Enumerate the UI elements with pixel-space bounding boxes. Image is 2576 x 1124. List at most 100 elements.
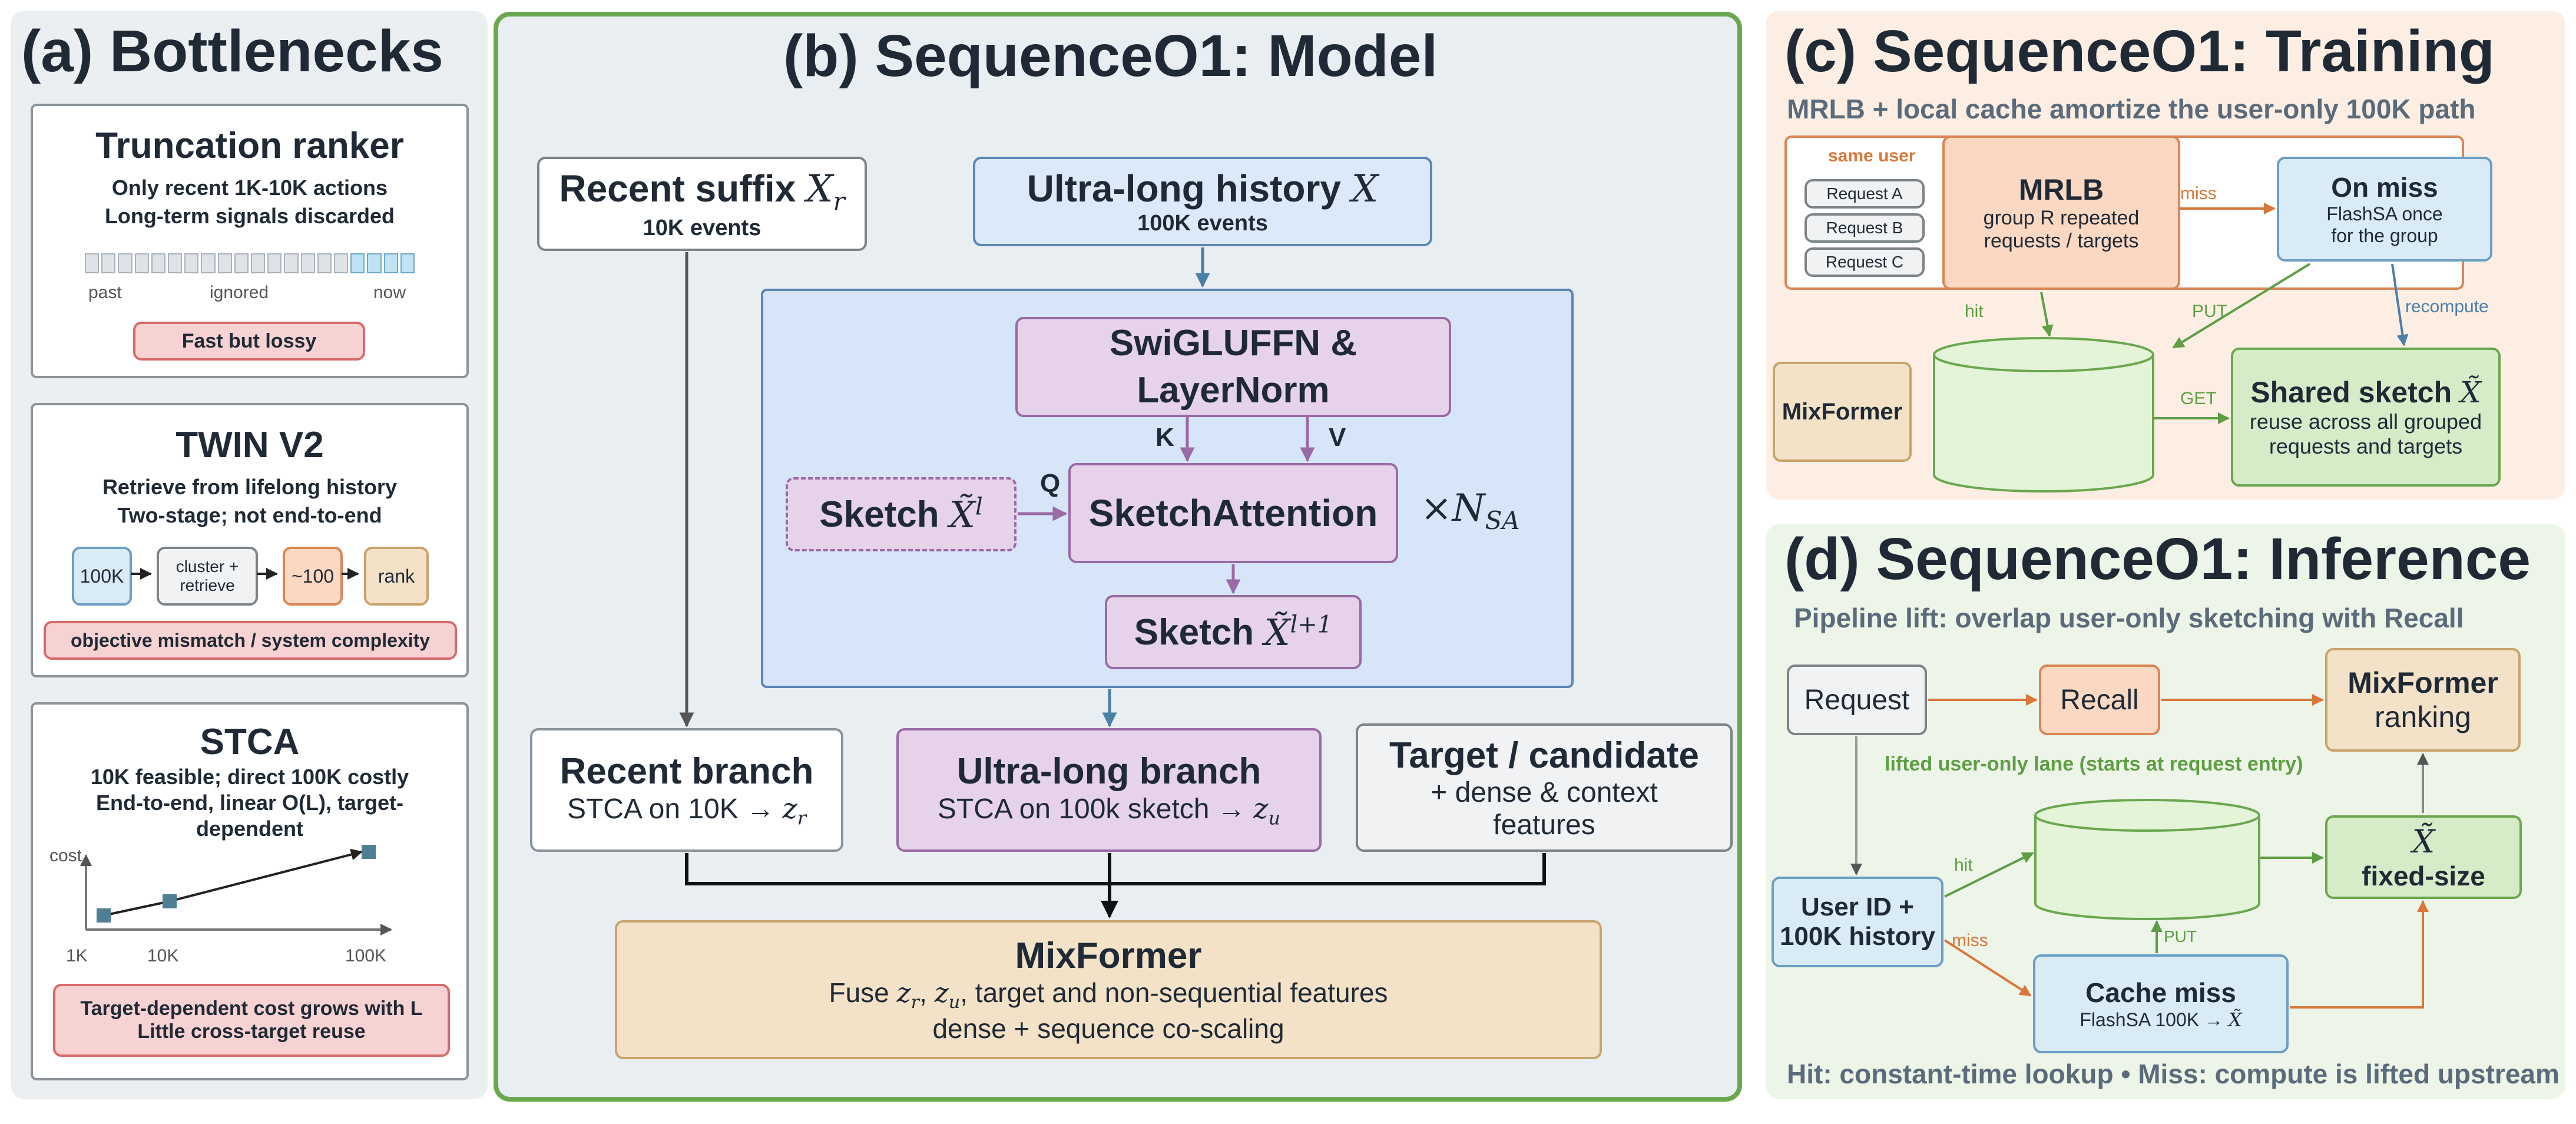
mrlb-title: MRLB: [2018, 173, 2104, 206]
panel-b-title: (b) SequenceO1: Model: [783, 23, 1438, 89]
user-history-line2: 100K history: [1779, 922, 1936, 951]
axis-past: past: [88, 283, 122, 302]
stca-badge: Target-dependent cost grows with L Littl…: [53, 984, 450, 1057]
panel-d-subtitle: Pipeline lift: overlap user-only sketchi…: [1794, 603, 2464, 633]
shared-sketch-title: Shared sketch X̃: [2250, 375, 2481, 409]
twin-step-100k: 100K: [72, 547, 132, 606]
shared-cache-label: Shared cache same interface as training: [2035, 824, 2259, 912]
target-sub1: + dense & context: [1431, 776, 1658, 808]
twin-step-rank: rank: [364, 547, 429, 606]
axis-now: now: [373, 283, 406, 302]
stca-line1: 10K feasible; direct 100K costly: [90, 765, 409, 789]
miss-label-d: miss: [1952, 931, 1988, 950]
mixformer-line2: dense + sequence co-scaling: [932, 1013, 1284, 1044]
user-history-box: User ID + 100K history: [1772, 877, 1943, 967]
panel-d-title: (d) SequenceO1: Inference: [1784, 526, 2531, 592]
truncation-title: Truncation ranker: [95, 125, 404, 166]
shared-cache-title: Shared cache: [2059, 828, 2236, 858]
ultra-history-label: Ultra-long history: [1027, 167, 1341, 210]
shared-sketch-title-text: Shared sketch: [2250, 376, 2452, 409]
mixformer-line1: Fuse zr, zu, target and non-sequential f…: [829, 976, 1388, 1013]
shared-sketch-line2: requests and targets: [2269, 434, 2463, 458]
truncation-badge: Fast but lossy: [133, 322, 365, 361]
on-miss-title: On miss: [2331, 172, 2438, 203]
miss-label-c: miss: [2180, 184, 2217, 203]
recent-branch-title: Recent branch: [559, 751, 814, 792]
recall-box: Recall: [2039, 665, 2160, 735]
hit-label-d: hit: [1954, 855, 1973, 875]
request-a[interactable]: Request A: [1804, 179, 1925, 209]
kvcache-label: Local KVCache GET / PUT X̃ TTL + version…: [1934, 365, 2153, 477]
k-label: K: [1155, 423, 1174, 452]
ultra-history-title: Ultra-long history X: [1027, 167, 1379, 211]
fixed-size-box: X̃ fixed-size: [2325, 815, 2522, 899]
mixformer-ranking-title: MixFormer: [2347, 666, 2498, 699]
truncation-line1: Only recent 1K-10K actions: [111, 176, 388, 200]
sketch-attention-box: SketchAttention: [1068, 463, 1398, 563]
truncation-line2: Long-term signals discarded: [104, 204, 395, 228]
ultra-branch-sub-text: STCA on 100k sketch →: [937, 794, 1246, 825]
truncation-card: Truncation ranker Only recent 1K-10K act…: [31, 104, 469, 378]
same-user-label: same user: [1828, 146, 1916, 166]
panel-d-footer: Hit: constant-time lookup • Miss: comput…: [1787, 1059, 2560, 1089]
on-miss-line2: for the group: [2331, 225, 2438, 246]
cache-miss-sub-text: FlashSA 100K →: [2080, 1009, 2223, 1030]
target-candidate-box: Target / candidate + dense & context fea…: [1356, 723, 1733, 852]
target-sub2: features: [1493, 809, 1595, 841]
shared-sketch-line1: reuse across all grouped: [2249, 409, 2482, 434]
request-c[interactable]: Request C: [1804, 247, 1925, 277]
history-strip: [85, 253, 415, 273]
mixformer-ranking-sub: ranking: [2375, 700, 2471, 733]
shared-cache-line2: as training: [2098, 884, 2197, 908]
user-history-line1: User ID +: [1801, 892, 1914, 921]
mixformer-fuse: Fuse: [829, 977, 889, 1008]
sketch-input-label: Sketch: [819, 494, 939, 535]
q-label: Q: [1040, 469, 1061, 498]
mixformer-fuse-rest: , target and non-sequential features: [960, 977, 1388, 1008]
ultra-branch-box: Ultra-long branch STCA on 100k sketch → …: [896, 728, 1322, 852]
sketch-output-box: Sketch X̃l+1: [1105, 595, 1362, 669]
stca-x3: 100K: [345, 946, 387, 966]
recent-suffix-sub: 10K events: [643, 215, 761, 240]
hit-label-c: hit: [1965, 302, 1984, 321]
swiglu-line1: SwiGLUFFN &: [1109, 323, 1357, 363]
twin-card: TWIN V2 Retrieve from lifelong history T…: [31, 403, 469, 677]
recent-suffix-title: Recent suffix Xr: [559, 167, 845, 216]
stca-line3: dependent: [196, 816, 303, 841]
sketch-output-label: Sketch: [1134, 611, 1254, 653]
shared-sketch-box: Shared sketch X̃ reuse across all groupe…: [2231, 348, 2501, 487]
mixformer-box: MixFormer Fuse zr, zu, target and non-se…: [615, 920, 1602, 1059]
kvcache-line1-text: GET / PUT: [1978, 409, 2087, 435]
stca-card: STCA 10K feasible; direct 100K costly En…: [31, 702, 469, 1080]
mixformer-c: MixFormer: [1773, 362, 1912, 462]
on-miss-box: On miss FlashSA once for the group: [2277, 157, 2492, 262]
twin-title: TWIN V2: [176, 425, 324, 465]
axis-ignored: ignored: [210, 283, 269, 302]
target-title: Target / candidate: [1389, 735, 1699, 776]
kvcache-title: Local KVCache: [1958, 382, 2130, 408]
put-label-c: PUT: [2192, 302, 2227, 321]
put-label-d: PUT: [2164, 927, 2197, 946]
mixformer-ranking-box: MixFormer ranking: [2325, 648, 2521, 752]
swiglu-box: SwiGLUFFN & LayerNorm: [1015, 317, 1451, 417]
recent-branch-sub: STCA on 10K → zr: [567, 792, 807, 829]
twin-step-cluster: cluster + retrieve: [157, 547, 258, 606]
mixformer-title: MixFormer: [1015, 935, 1202, 976]
twin-step-100: ~100: [283, 547, 343, 606]
stca-badge-line2: Little cross-target reuse: [137, 1020, 366, 1043]
cache-miss-sub: FlashSA 100K → X̃: [2080, 1009, 2242, 1031]
recompute-label: recompute: [2405, 297, 2489, 316]
mrlb-box: MRLB group R repeated requests / targets: [1942, 135, 2180, 290]
mrlb-line2: requests / targets: [1984, 230, 2139, 252]
stca-badge-line1: Target-dependent cost grows with L: [80, 997, 423, 1020]
fixed-size-label: fixed-size: [2362, 860, 2485, 891]
twin-step-cluster-line2: retrieve: [180, 576, 235, 594]
mrlb-line1: group R repeated: [1983, 207, 2140, 229]
request-b[interactable]: Request B: [1804, 213, 1925, 243]
sketch-input-box: Sketch X̃l: [786, 477, 1017, 551]
recent-branch-sub-text: STCA on 10K →: [567, 794, 775, 825]
swiglu-line2: LayerNorm: [1137, 370, 1330, 411]
recent-suffix-box: Recent suffix Xr 10K events: [537, 157, 867, 251]
twin-line1: Retrieve from lifelong history: [102, 475, 398, 499]
lane-label: lifted user-only lane (starts at request…: [1885, 753, 2303, 775]
